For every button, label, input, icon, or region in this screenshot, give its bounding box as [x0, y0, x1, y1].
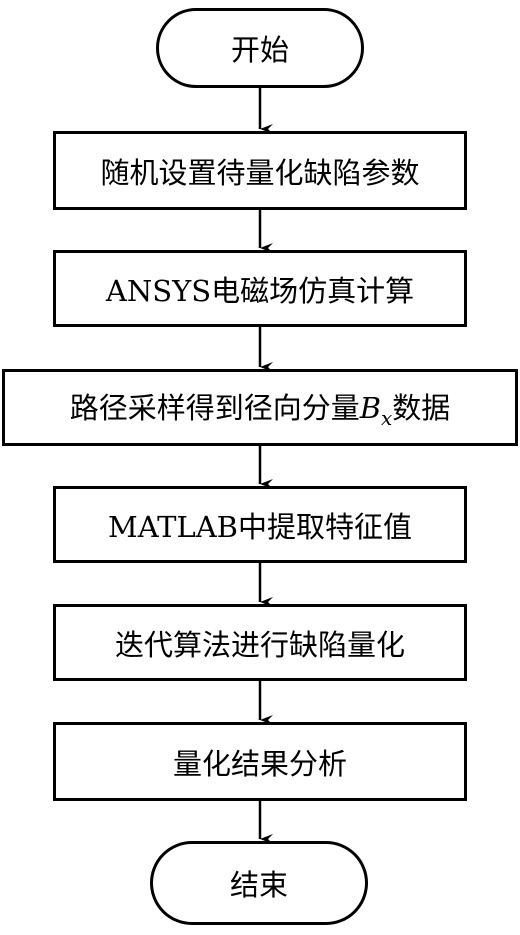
step-label-prefix: 路径采样得到径向分量 — [69, 391, 360, 425]
end-node: 结束 — [150, 841, 368, 925]
step-label-suffix: 数据 — [392, 391, 451, 425]
start-label: 开始 — [230, 33, 289, 67]
step-label-variable: B — [359, 391, 382, 425]
step-label: 路径采样得到径向分量Bx数据 — [70, 385, 451, 430]
step-matlab-features: MATLAB中提取特征值 — [53, 486, 467, 563]
step-path-sampling: 路径采样得到径向分量Bx数据 — [2, 369, 518, 446]
step-label-subscript: x — [381, 406, 393, 430]
step-label: 量化结果分析 — [172, 746, 347, 781]
step-label: 随机设置待量化缺陷参数 — [100, 155, 420, 190]
start-node: 开始 — [156, 8, 364, 88]
step-random-params: 随机设置待量化缺陷参数 — [53, 131, 467, 210]
step-label: MATLAB中提取特征值 — [108, 509, 412, 544]
step-ansys-simulation: ANSYS电磁场仿真计算 — [53, 250, 467, 327]
step-result-analysis: 量化结果分析 — [53, 722, 467, 801]
end-label: 结束 — [229, 868, 288, 902]
step-label: ANSYS电磁场仿真计算 — [105, 273, 415, 308]
step-label: 迭代算法进行缺陷量化 — [114, 627, 405, 662]
step-iterative-quantify: 迭代算法进行缺陷量化 — [53, 604, 467, 681]
